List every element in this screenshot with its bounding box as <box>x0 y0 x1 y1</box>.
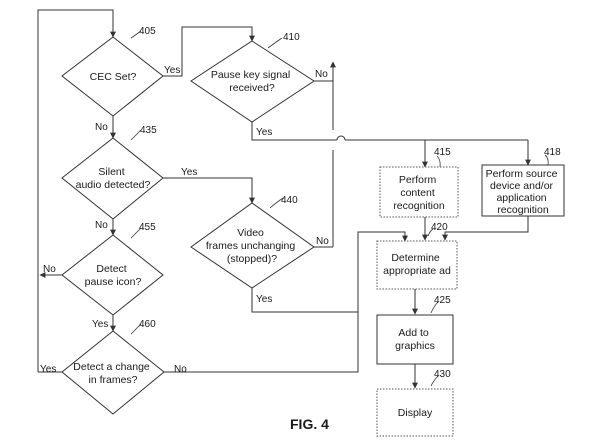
label-change-no: No <box>174 364 187 375</box>
reference-numerals: 405 410 435 440 455 460 415 418 420 425 … <box>130 26 561 387</box>
decision-cec-set: CEC Set? <box>61 36 164 117</box>
ref-440: 440 <box>281 195 298 206</box>
edge-video-yes <box>251 288 358 313</box>
label-silent-no: No <box>95 220 108 231</box>
node-label-video-frames: Video frames unchanging (stopped)? <box>206 227 298 265</box>
decision-pause-key: Pause key signal received? <box>190 40 315 123</box>
ref-455: 455 <box>139 222 156 233</box>
label-change-yes: Yes <box>40 364 56 375</box>
ref-430: 430 <box>434 369 451 380</box>
process-determine-ad: Determine appropriate ad <box>376 240 458 290</box>
edge-labels: Yes No No Yes Yes No No Yes No Yes Yes N… <box>40 65 329 375</box>
decision-pause-icon: Detect pause icon? <box>61 234 164 316</box>
label-video-no: No <box>316 236 329 247</box>
ref-405: 405 <box>139 26 156 37</box>
edge-rail-up <box>357 231 408 372</box>
ref-420: 420 <box>431 222 448 233</box>
process-content-recognition: Perform content recognition <box>379 166 459 218</box>
node-label-source-recognition: Perform source device and/or application… <box>486 168 561 216</box>
label-icon-yes: Yes <box>92 319 108 330</box>
process-display: Display <box>376 388 454 437</box>
label-pause-key-no: No <box>315 69 328 80</box>
node-label-frame-change: Detect a change in frames? <box>73 361 152 386</box>
label-icon-no: No <box>43 264 56 275</box>
edge-source-to-ad <box>442 216 529 241</box>
decision-silent-audio: Silent audio detected? <box>61 137 164 220</box>
ref-460: 460 <box>139 319 156 330</box>
ref-415: 415 <box>434 147 451 158</box>
edge-pause-key-yes <box>251 122 337 141</box>
edge-loop-to-cec <box>37 9 116 372</box>
label-cec-yes: Yes <box>164 65 180 76</box>
node-label-display: Display <box>398 407 433 419</box>
edge-hop <box>336 135 346 141</box>
node-label-content-recognition: Perform content recognition <box>393 174 445 212</box>
process-add-graphics: Add to graphics <box>376 314 454 365</box>
label-cec-no: No <box>95 122 108 133</box>
ref-418: 418 <box>544 147 561 158</box>
edge-change-no <box>164 300 359 373</box>
node-label-add-graphics: Add to graphics <box>395 327 435 352</box>
node-label-pause-icon: Detect pause icon? <box>85 263 142 288</box>
decision-frame-change: Detect a change in frames? <box>61 330 165 415</box>
decision-video-frames: Video frames unchanging (stopped)? <box>190 202 315 289</box>
process-source-recognition: Perform source device and/or application… <box>481 164 565 217</box>
label-pause-key-yes: Yes <box>256 127 272 138</box>
edge-cec-yes <box>163 26 255 77</box>
flow-lines <box>37 9 531 389</box>
ref-410: 410 <box>283 32 300 43</box>
label-silent-yes: Yes <box>181 167 197 178</box>
figure-label: FIG. 4 <box>290 416 329 432</box>
edge-silent-yes <box>163 177 255 204</box>
node-label-pause-key: Pause key signal received? <box>211 69 293 94</box>
node-label-cec-set: CEC Set? <box>90 71 137 83</box>
node-label-silent-audio: Silent audio detected? <box>76 166 151 191</box>
ref-425: 425 <box>434 295 451 306</box>
label-video-yes: Yes <box>256 294 272 305</box>
node-label-determine-ad: Determine appropriate ad <box>383 252 451 277</box>
ref-435: 435 <box>140 125 157 136</box>
